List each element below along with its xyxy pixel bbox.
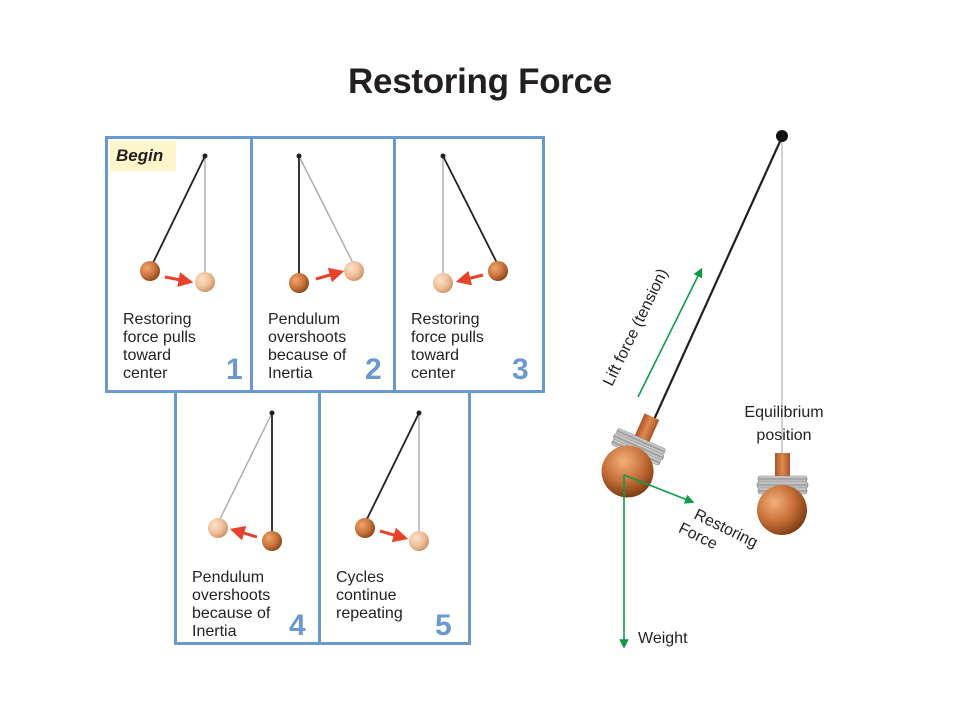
pivot-point (776, 130, 788, 142)
panel-2: Pendulum overshoots because of Inertia 2 (250, 136, 396, 393)
panel-5: Cycles continue repeating 5 (318, 390, 471, 645)
weight-label: Weight (638, 630, 688, 647)
panel-5-number: 5 (435, 609, 452, 642)
lift-force-arrow (637, 267, 703, 398)
begin-label: Begin (110, 141, 176, 171)
panel-1-number: 1 (226, 353, 243, 386)
pendulum-illustration-3 (433, 153, 508, 293)
pendulum-illustration-1 (140, 153, 215, 292)
panel-1-caption: Restoring force pulls toward center (123, 311, 196, 382)
panel-4-caption: Pendulum overshoots because of Inertia (192, 569, 271, 640)
displaced-bob (601, 413, 666, 498)
panel-3-caption: Restoring force pulls toward center (411, 311, 484, 382)
equilibrium-label: Equilibrium position (744, 404, 824, 444)
lift-force-label: Lift force (tension) (600, 266, 671, 389)
restoring-force-arrow (623, 474, 695, 504)
panel-3: Restoring force pulls toward center 3 (393, 136, 545, 393)
panel-4: Pendulum overshoots because of Inertia 4 (174, 390, 321, 645)
panel-5-caption: Cycles continue repeating (336, 569, 403, 622)
panel-4-number: 4 (289, 609, 306, 642)
pendulum-illustration-2 (289, 153, 364, 293)
pendulum-illustration-4 (208, 410, 282, 551)
restoring-force-label: Restoring Force (676, 503, 765, 571)
panel-2-caption: Pendulum overshoots because of Inertia (268, 311, 347, 382)
equilibrium-bob (756, 453, 809, 535)
pendulum-illustration-5 (355, 410, 429, 551)
panel-1: Begin Restoring force pulls toward cente… (105, 136, 253, 393)
panel-3-number: 3 (512, 353, 529, 386)
page-title: Restoring Force (348, 62, 612, 101)
panel-2-number: 2 (365, 353, 382, 386)
